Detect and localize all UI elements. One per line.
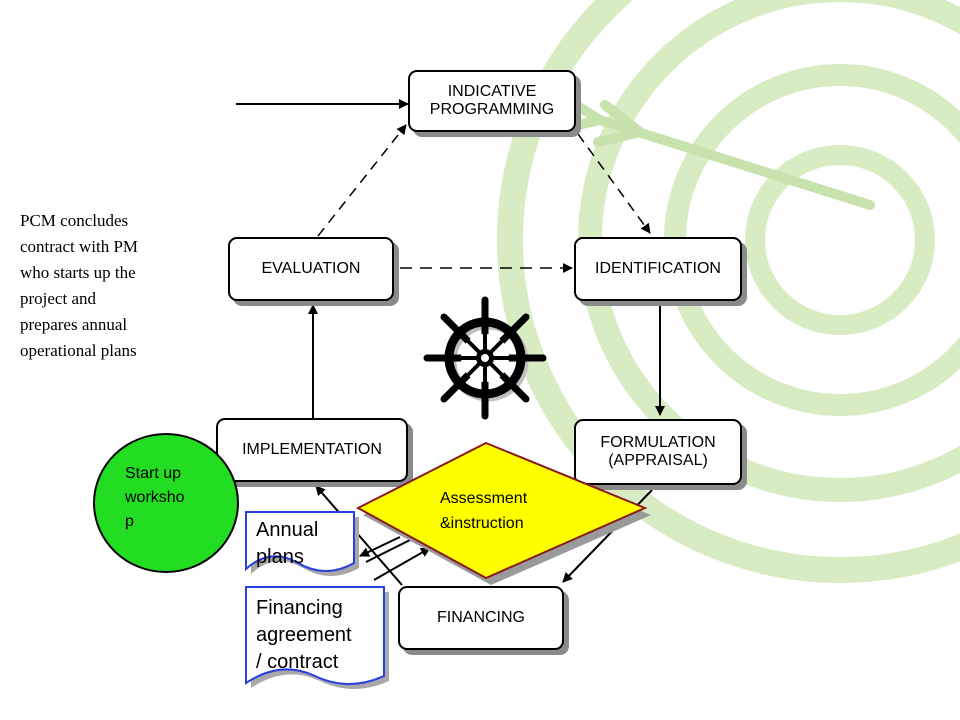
side-note-line: prepares annual [20, 315, 128, 334]
arrow-programming-to-identification [577, 133, 651, 234]
startup-line: Start up [125, 465, 182, 482]
doc-line: agreement [256, 624, 352, 646]
side-note-line: PCM concludes [20, 211, 129, 230]
assessment-line: Assessment [440, 490, 528, 507]
side-note-line: operational plans [20, 341, 137, 360]
side-note-line: who starts up the [20, 263, 136, 282]
box-label-line: EVALUATION [261, 259, 361, 277]
box-label-line: INDICATIVE [447, 82, 537, 100]
doc-line: plans [256, 546, 304, 568]
ship-wheel-icon [423, 296, 547, 420]
arrow-to-annual-plans [359, 536, 401, 557]
pcm-side-note: PCM concludes contract with PM who start… [20, 208, 180, 364]
arrow-evaluation-to-programming [317, 124, 407, 237]
side-note-line: project and [20, 289, 96, 308]
arrow-from-diamond-2 [373, 547, 431, 581]
box-indicative-programming: INDICATIVE PROGRAMMING [408, 70, 576, 132]
box-label-line: PROGRAMMING [429, 101, 555, 118]
annual-plans-doc: Annual plans [256, 517, 318, 571]
box-financing: FINANCING [398, 586, 564, 650]
startup-line: worksho [125, 489, 185, 506]
startup-line: p [125, 513, 134, 530]
box-label-line: IDENTIFICATION [595, 259, 721, 277]
box-label-line: FINANCING [437, 608, 525, 626]
box-identification: IDENTIFICATION [574, 237, 742, 301]
startup-workshop-circle [93, 433, 239, 573]
financing-agreement-doc: Financing agreement / contract [256, 595, 352, 676]
box-formulation: FORMULATION (APPRAISAL) [574, 419, 742, 485]
box-label-line: IMPLEMENTATION [242, 440, 382, 458]
box-label-line: FORMULATION [600, 433, 716, 451]
assessment-label: Assessment &instruction [440, 486, 527, 536]
doc-line: / contract [256, 651, 339, 673]
box-evaluation: EVALUATION [228, 237, 394, 301]
box-label-line: (APPRAISAL) [608, 452, 708, 469]
doc-line: Annual [256, 519, 319, 541]
assessment-line: &instruction [440, 515, 524, 532]
doc-line: Financing [256, 597, 343, 619]
box-implementation: IMPLEMENTATION [216, 418, 408, 482]
side-note-line: contract with PM [20, 237, 139, 256]
startup-workshop-label: Start up worksho p [125, 462, 185, 534]
